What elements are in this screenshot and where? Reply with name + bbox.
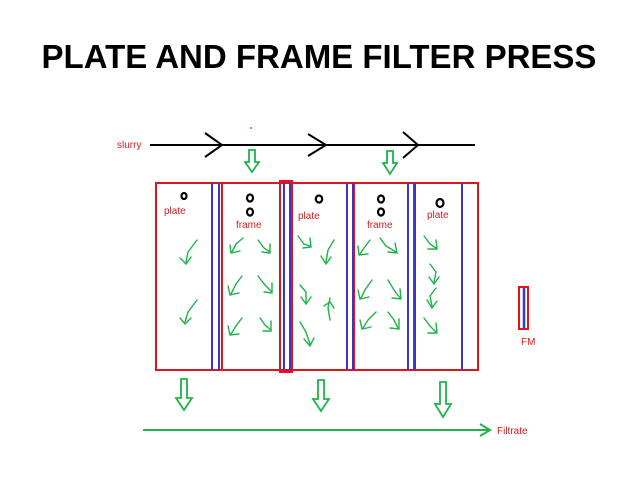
flow-arrow <box>357 289 370 300</box>
outlet-arrow <box>311 379 331 413</box>
flow-arrow <box>257 239 271 253</box>
flow-arrow <box>362 311 377 329</box>
flow-arrow <box>389 318 400 330</box>
flow-arrow <box>179 317 192 326</box>
outlet-arrow <box>433 381 453 419</box>
flow-arrow <box>427 239 438 250</box>
flow-arrow <box>299 321 311 345</box>
flow-arrow <box>359 319 372 330</box>
flow-arrow <box>231 237 244 253</box>
flow-arrow <box>320 255 332 266</box>
port-holes <box>180 191 445 217</box>
port-hole <box>180 191 188 201</box>
flow-arrow <box>227 325 240 336</box>
filter-medium-legend <box>518 286 529 330</box>
filter-media <box>211 183 463 370</box>
flow-arrow <box>263 282 273 294</box>
feed-arrow-head <box>307 133 328 157</box>
slurry-label: slurry <box>117 140 141 151</box>
feed-inlet-arrow <box>381 150 399 176</box>
flow-arrow <box>227 285 240 296</box>
port-hole <box>245 193 255 203</box>
flow-arrow <box>257 275 273 293</box>
outlet-arrow <box>174 378 194 412</box>
flow-arrow <box>387 279 401 299</box>
flow-arrow <box>423 235 437 249</box>
flow-arrow <box>184 299 198 323</box>
flow-arrow <box>426 299 438 310</box>
flow-arrow <box>359 239 371 255</box>
page-title: PLATE AND FRAME FILTER PRESS <box>41 38 597 75</box>
flow-arrow <box>357 245 369 256</box>
port-hole <box>314 194 324 204</box>
flow-arrow <box>259 317 272 331</box>
flow-arrow <box>387 311 399 329</box>
flow-arrow <box>429 263 437 283</box>
feed-arrow-head <box>204 132 224 158</box>
port-hole <box>376 194 386 204</box>
filter-medium-label: FM <box>521 337 535 348</box>
flow-arrow <box>323 301 335 309</box>
flow-arrow <box>229 244 241 254</box>
filtrate-label: Filtrate <box>497 426 528 437</box>
filtrate-arrow-head <box>479 423 492 437</box>
flow-arrow <box>261 243 271 254</box>
flow-arrow <box>262 320 272 332</box>
flow-arrow <box>299 284 307 303</box>
port-hole <box>435 197 445 209</box>
unit-label-frame: frame <box>367 220 393 231</box>
flow-arrow <box>387 242 398 254</box>
unit-label-plate: plate <box>164 206 186 217</box>
flow-arrow <box>297 235 311 247</box>
flow-arrow <box>379 237 397 253</box>
unit-label-plate: plate <box>298 211 320 222</box>
feed-inlet-arrow <box>243 149 261 174</box>
flow-arrow <box>423 317 437 333</box>
flow-arrow <box>360 279 373 299</box>
flow-arrow <box>327 297 331 321</box>
flow-arrow <box>179 256 192 266</box>
filtrate-line <box>143 423 492 437</box>
flow-arrow <box>428 276 440 286</box>
unit-label-frame: frame <box>236 220 262 231</box>
internal-flow-arrows <box>179 235 440 348</box>
flow-arrow <box>230 317 243 335</box>
port-hole <box>245 207 255 217</box>
plate-outline <box>279 180 293 373</box>
flow-arrow <box>185 239 198 263</box>
flow-arrow <box>300 296 312 306</box>
flow-arrow <box>303 337 315 348</box>
flow-arrow <box>325 239 335 263</box>
slurry-feed-line <box>150 127 475 159</box>
flow-arrow <box>230 275 243 295</box>
flow-arrow <box>429 287 437 307</box>
feed-arrow-head <box>402 131 420 159</box>
flow-arrow <box>427 322 438 334</box>
flow-arrow <box>391 288 402 300</box>
port-hole <box>376 207 386 217</box>
unit-label-plate: plate <box>427 210 449 221</box>
flow-arrow <box>302 237 312 249</box>
